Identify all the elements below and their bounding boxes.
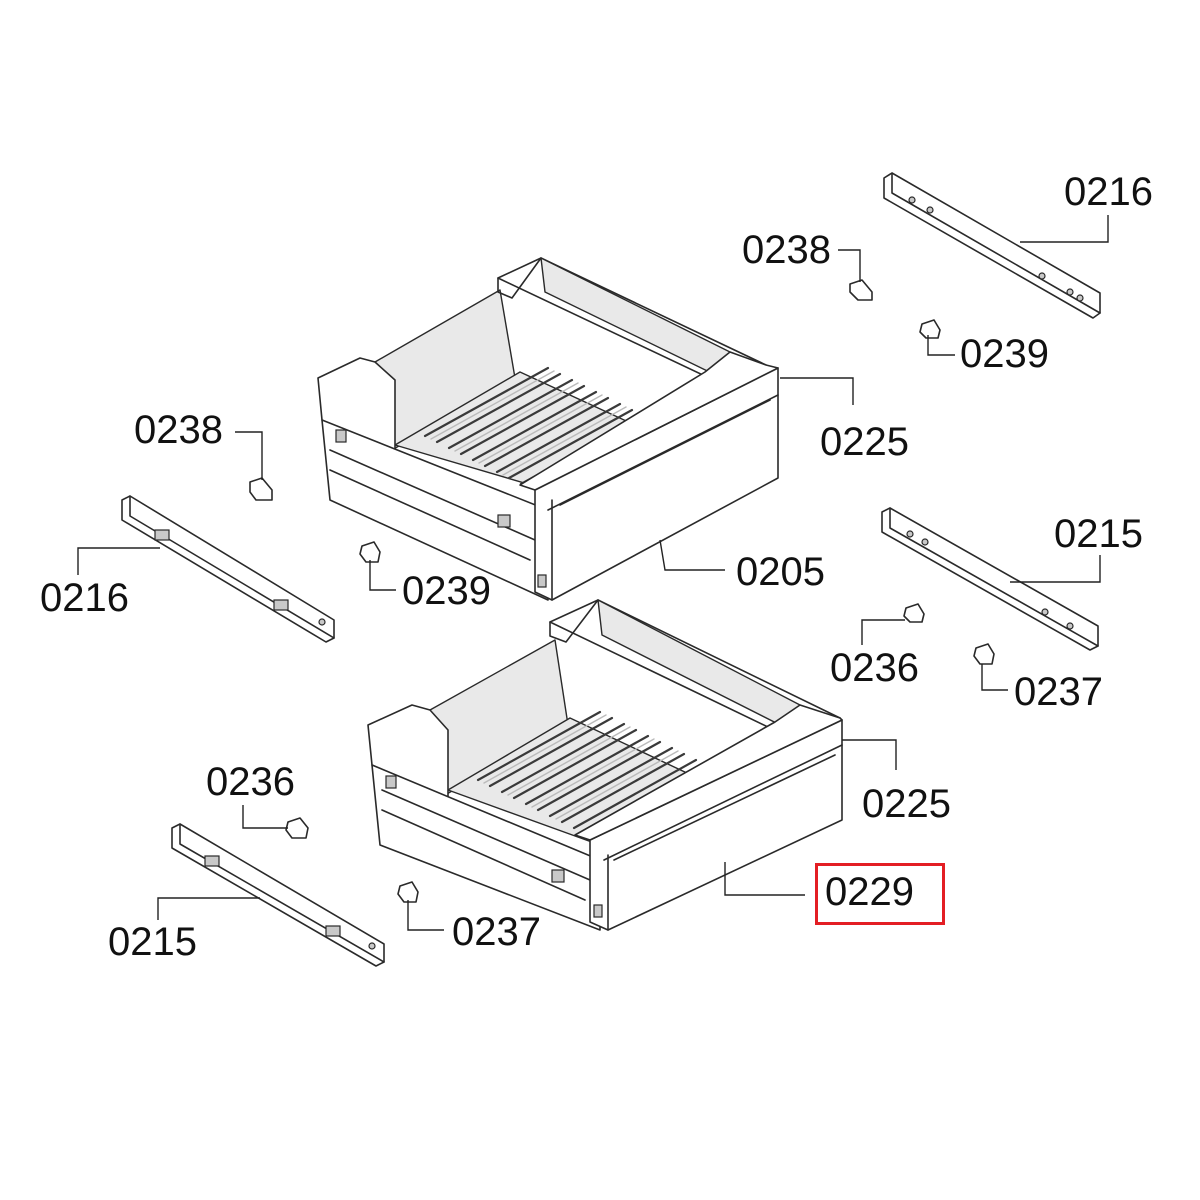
label-0236-right: 0236: [830, 646, 919, 690]
label-0215-right: 0215: [1054, 512, 1143, 556]
label-0239-mid: 0239: [402, 569, 491, 613]
label-0225-bottom: 0225: [862, 782, 951, 826]
label-0238-left: 0238: [134, 408, 223, 452]
clip-0237-right: [973, 643, 995, 665]
clip-0236-right: [903, 603, 925, 623]
label-0225-top: 0225: [820, 420, 909, 464]
clip-0237-bottom: [397, 881, 419, 903]
clip-0239-mid: [359, 541, 381, 563]
label-0216-left: 0216: [40, 576, 129, 620]
label-0238-top: 0238: [742, 228, 831, 272]
label-0239-top: 0239: [960, 332, 1049, 376]
rail-0215-left: [171, 823, 385, 967]
clip-0238-left: [249, 477, 273, 501]
label-0237-right: 0237: [1014, 670, 1103, 714]
rail-0216-left: [121, 495, 335, 643]
upper-drawer: [317, 257, 779, 601]
lower-drawer: [367, 599, 843, 931]
label-0236-left: 0236: [206, 760, 295, 804]
label-0216-top: 0216: [1064, 170, 1153, 214]
label-0237-bottom: 0237: [452, 910, 541, 954]
rail-0216-top: [883, 172, 1101, 319]
upper-drawer-ribs: [423, 366, 646, 486]
lower-drawer-ribs: [476, 710, 710, 836]
highlight-box: [815, 863, 945, 925]
rail-0215-right: [881, 507, 1099, 651]
clip-0238-top: [849, 279, 873, 301]
clip-0236-left: [285, 817, 309, 839]
label-0205: 0205: [736, 550, 825, 594]
clip-0239-top: [919, 319, 941, 339]
label-0215-left: 0215: [108, 920, 197, 964]
label-0229-highlighted: 0229: [825, 870, 914, 914]
leader-lines: [77, 215, 1109, 931]
